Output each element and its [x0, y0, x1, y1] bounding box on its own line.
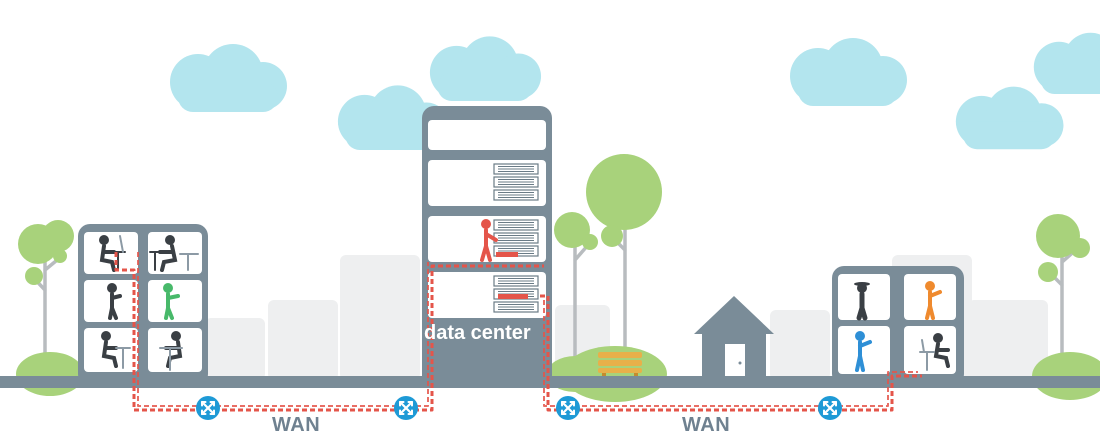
person-icon: [855, 331, 872, 372]
person-icon: [854, 282, 870, 321]
bench-icon: [598, 352, 642, 379]
data-center-tower: [422, 106, 552, 388]
office-building-left: [78, 224, 208, 386]
person-icon: [163, 283, 180, 320]
ground: [0, 376, 1100, 388]
wan-link: [114, 252, 922, 412]
person-icon: [925, 281, 942, 320]
person-icon: [480, 219, 498, 262]
cloud-icon: [170, 32, 1100, 150]
wan-label-right: WAN: [682, 414, 731, 436]
wan-label-left: WAN: [272, 414, 321, 436]
person-icon: [919, 333, 950, 371]
background-buildings: [205, 255, 1048, 380]
house-icon: [694, 296, 774, 382]
office-building-right: [832, 266, 964, 386]
person-icon: [99, 235, 199, 371]
server-rack-icon: [493, 163, 539, 313]
data-center-label: data center: [424, 322, 531, 344]
